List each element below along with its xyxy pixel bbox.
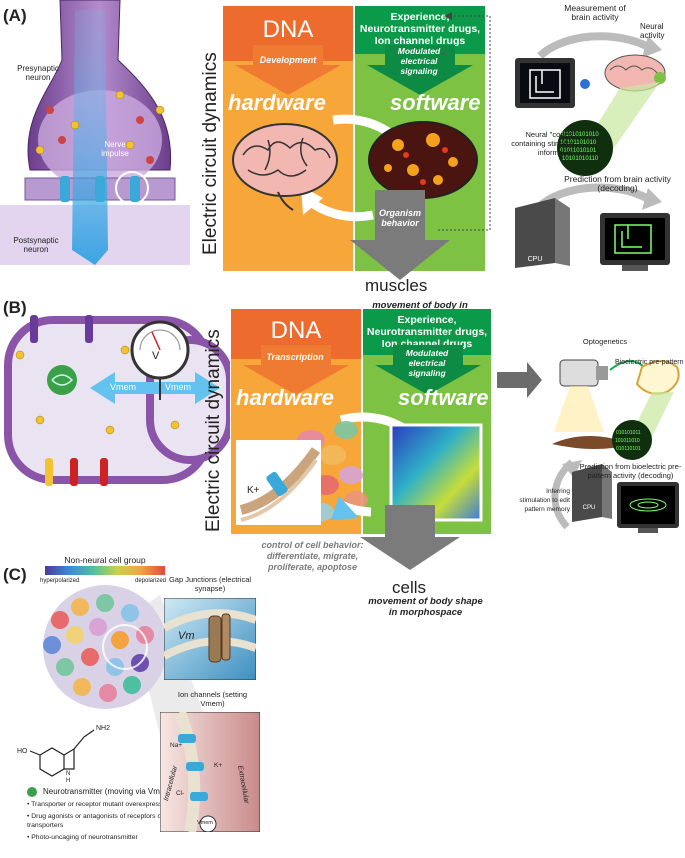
nh-label: N H	[66, 771, 71, 784]
panel-label-a: (A)	[3, 6, 27, 25]
bullet-item-2: • Drug agonists or antagonists of recept…	[27, 813, 164, 829]
kplus-label: K+	[247, 485, 260, 496]
organism-behavior-label: Organism behavior	[378, 208, 421, 228]
cpu-label-a: CPU	[527, 256, 543, 263]
svg-text:10101010110: 10101010110	[562, 156, 599, 162]
arrows-b	[243, 345, 481, 395]
cells-visual-b	[236, 412, 483, 525]
optogenetics-illustration: 010101011 101011010 010110101	[497, 359, 680, 533]
arrows-a	[235, 45, 473, 95]
nh2-label: NH2	[96, 725, 111, 732]
bioelectric-label: Bioelectric pre-pattern	[615, 359, 684, 366]
optogenetics-label: Optogenetics	[582, 337, 628, 346]
measurement-label: Measurement of brain activity	[564, 3, 626, 22]
vmem-left-label: Vmem	[110, 382, 137, 392]
prediction-label-a: Prediction from brain activity (decoding…	[564, 174, 671, 193]
cell-illustration	[4, 315, 230, 486]
transcription-label: Transcription	[266, 352, 324, 362]
bullet-item-3: • Photo-uncaging of neurotransmitter	[27, 834, 138, 841]
gap-junctions-label: Gap Junctions (electrical synapse)	[168, 575, 252, 593]
meter-v-label: V	[152, 350, 160, 362]
svg-text:01011010101: 01011010101	[560, 148, 597, 154]
svg-text:01010101010: 01010101010	[562, 132, 599, 138]
bullet-item-1: • Transporter or receptor mutant overexp…	[27, 801, 172, 808]
electric-circuit-title-b: Electric circuit dynamics	[203, 329, 224, 532]
vmem-right-label: Vmem	[165, 382, 192, 392]
svg-text:010101011: 010101011	[616, 430, 641, 436]
hardware-label-a: hardware	[228, 90, 326, 115]
svg-text:10101101010: 10101101010	[560, 140, 597, 146]
postsynaptic-label: Postsynaptic neuron	[13, 236, 59, 254]
software-label-b: software	[398, 385, 489, 410]
depolarized-label: depolarized	[135, 578, 167, 584]
neural-codes-label: Neural "codes" containing stimulus infor…	[511, 130, 575, 157]
neural-activity-label: Neural activity	[640, 22, 665, 40]
cpu-label-b: CPU	[582, 505, 596, 511]
movement-morphospace-label: movement of body shape in morphospace	[368, 596, 483, 618]
vm-label: Vm	[178, 630, 195, 642]
development-label: Development	[259, 55, 317, 65]
vmem-label-c: Vmem	[197, 820, 213, 826]
panel-label-c: (C)	[3, 565, 27, 584]
na-label: Na+	[170, 742, 183, 749]
brains-a	[232, 114, 478, 222]
hyperpolarized-label: hyperpolarized	[40, 578, 80, 584]
decoding-illustration-a: 01010101010 10101101010 01011010101 1010…	[515, 32, 670, 271]
svg-text:010110101: 010110101	[616, 446, 641, 452]
cells-arrow-b	[360, 505, 460, 570]
polarization-scale	[45, 566, 165, 575]
cl-label: Cl-	[176, 790, 185, 797]
presynaptic-label: Presynaptic neuron	[17, 64, 59, 82]
control-label: control of cell behavior: differentiate,…	[261, 540, 364, 572]
cell-group-title: Non-neural cell group	[64, 555, 146, 565]
muscles-label: muscles	[365, 276, 428, 295]
gap-junction-box	[164, 598, 256, 680]
cells-label: cells	[392, 578, 427, 597]
ho-label: HO	[17, 748, 28, 755]
synapse-illustration	[0, 0, 190, 265]
k-label: K+	[214, 762, 223, 769]
neurotransmitter-label: Neurotransmitter (moving via Vmem)	[43, 787, 174, 796]
prediction-label-b: Prediction from bioelectric pre-pattern …	[579, 462, 682, 480]
behavior-arrow-a	[350, 190, 450, 280]
hardware-label-b: hardware	[236, 385, 334, 410]
nerve-impulse-label: Nerve impulse	[101, 140, 129, 158]
electric-circuit-title-a: Electric circuit dynamics	[200, 52, 221, 255]
software-label-a: software	[390, 90, 481, 115]
inferring-label: Inferring stimulation to edit pattern me…	[519, 488, 570, 513]
svg-text:101011010: 101011010	[615, 438, 640, 444]
modulated-label-b: Modulated electrical signaling	[405, 348, 449, 378]
green-header-box-b: Experience, Neurotransmitter drugs, Ion …	[363, 309, 491, 355]
ion-channels-label: Ion channels (setting Vmem)	[177, 690, 248, 708]
dotted-feedback-a	[438, 12, 491, 231]
modulated-label-a: Modulated electrical signaling	[397, 46, 441, 76]
dna-label-a: DNA	[262, 16, 314, 43]
bullet-list: • Transporter or receptor mutant overexp…	[27, 800, 177, 842]
green-header-a: Experience, Neurotransmitter drugs, Ion …	[359, 11, 481, 47]
panel-label-b: (B)	[3, 298, 27, 317]
dna-label-b: DNA	[270, 317, 322, 344]
ion-channel-box	[160, 712, 260, 832]
